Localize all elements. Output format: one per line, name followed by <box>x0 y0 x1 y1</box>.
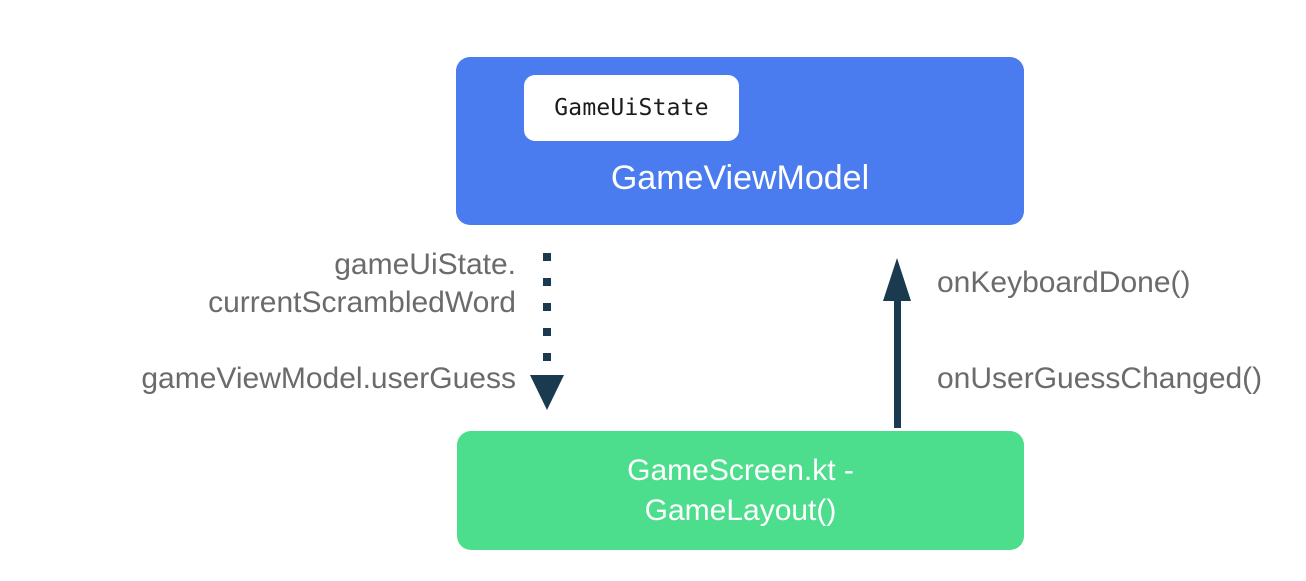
game-screen-label: GameScreen.kt - GameLayout() <box>627 453 854 527</box>
edge-label-on-keyboard-done: onKeyboardDone() <box>937 266 1191 299</box>
game-view-model-label: GameViewModel <box>610 159 870 197</box>
event-flow-solid-arrow-icon <box>883 258 911 428</box>
state-flow-dotted-arrow-icon <box>530 253 564 410</box>
game-ui-state-chip: GameUiState <box>524 75 739 141</box>
game-ui-state-chip-label: GameUiState <box>554 95 709 121</box>
node-game-view-model: GameUiState GameViewModel <box>456 57 1024 225</box>
node-game-screen: GameScreen.kt - GameLayout() <box>457 431 1024 550</box>
edge-label-user-guess: gameViewModel.userGuess <box>141 362 516 395</box>
edge-label-on-user-guess-changed: onUserGuessChanged() <box>937 362 1263 395</box>
edge-label-game-ui-state: gameUiState. currentScrambledWord <box>208 248 516 319</box>
